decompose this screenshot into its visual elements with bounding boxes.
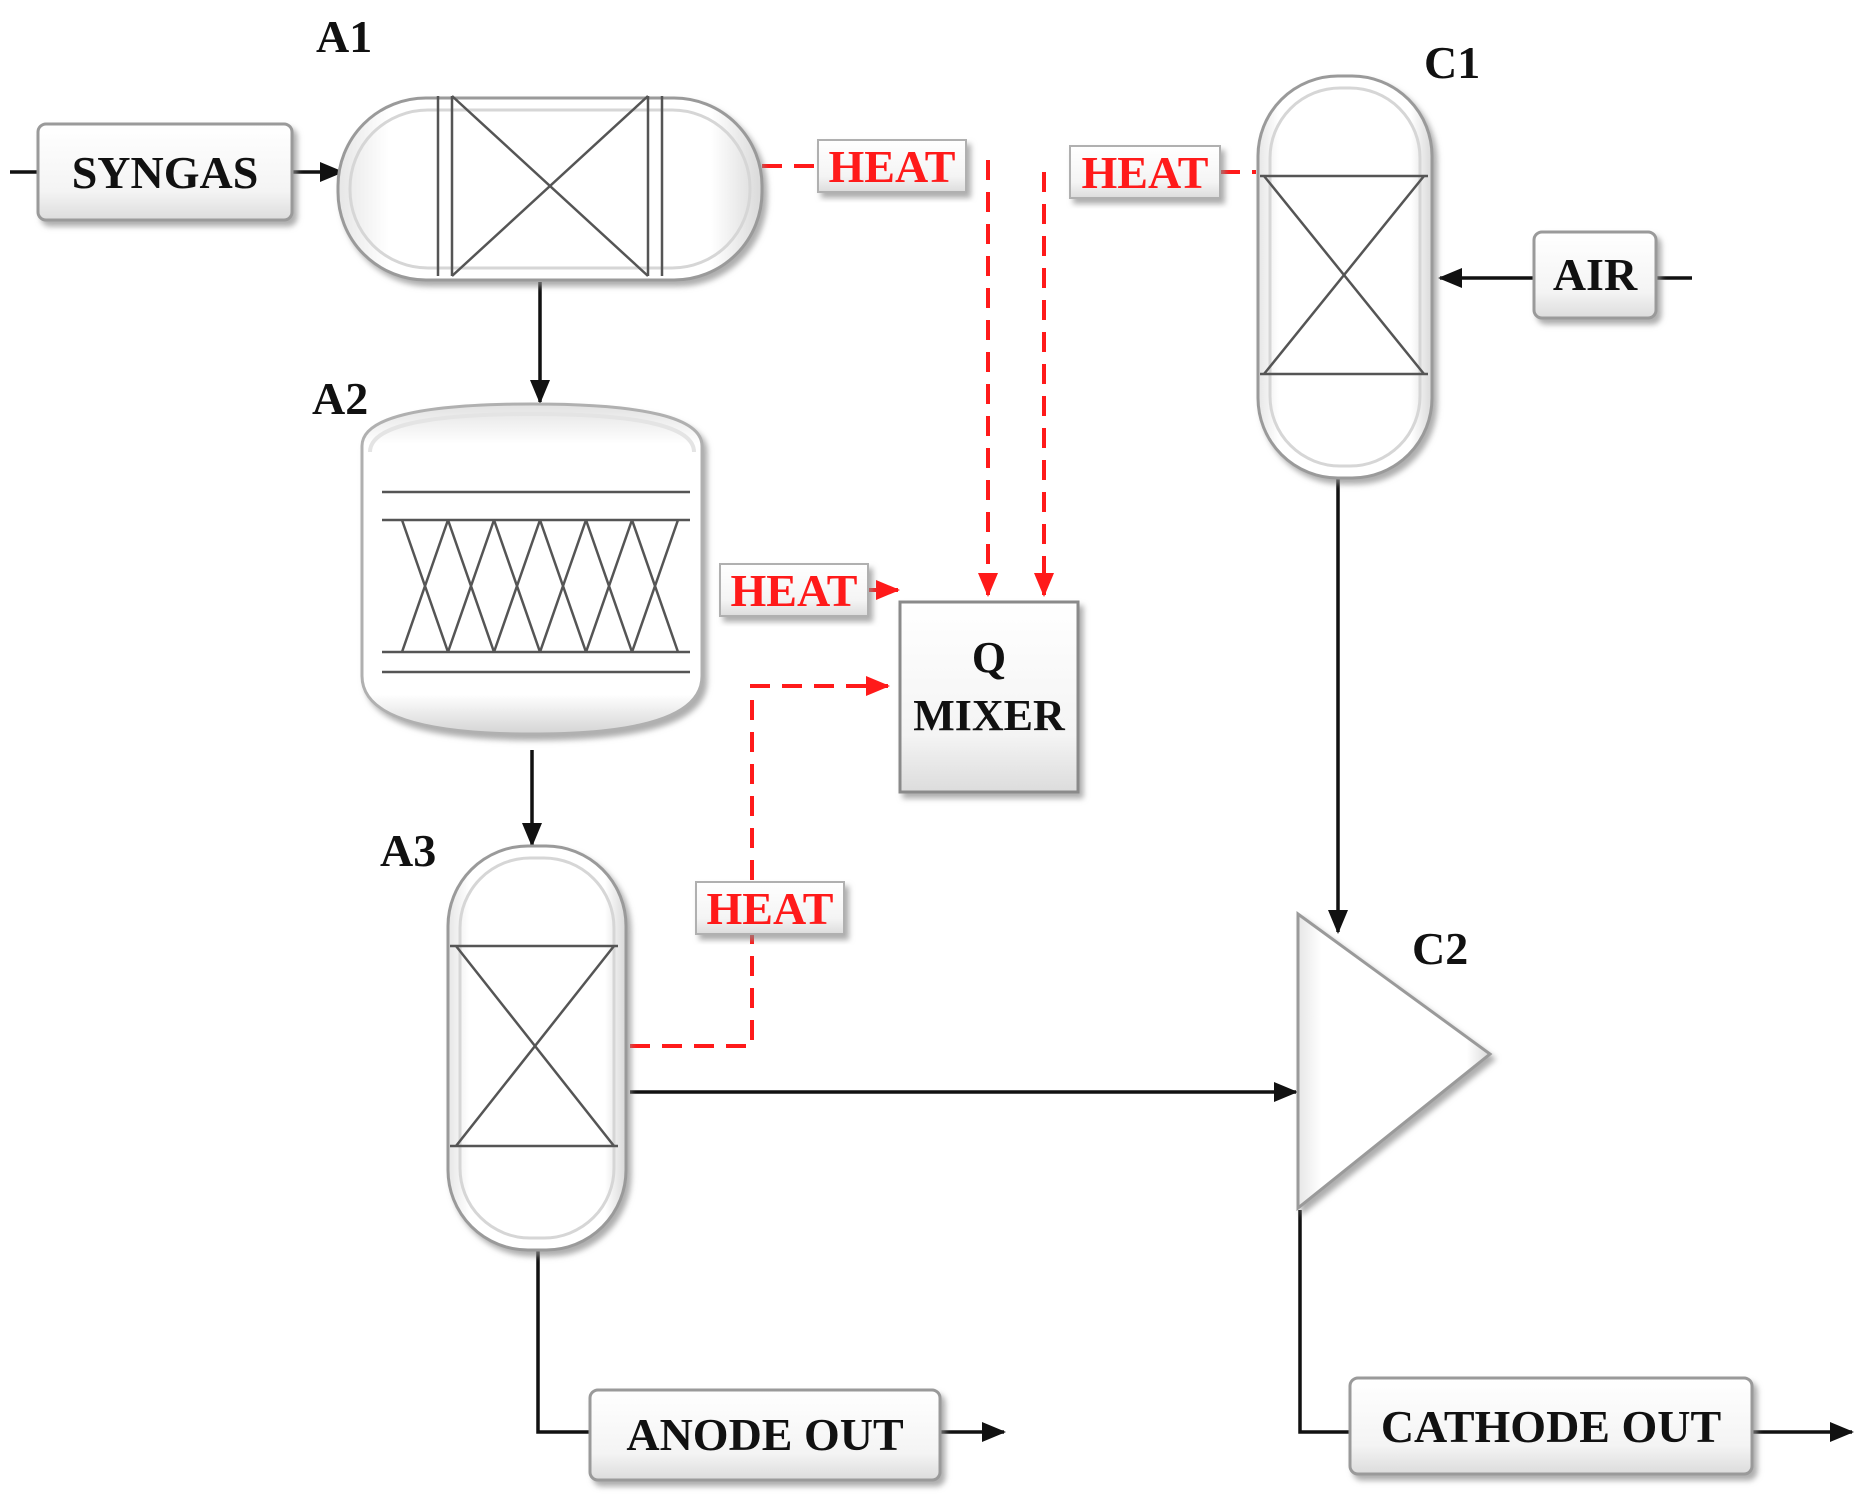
syngas-label: SYNGAS bbox=[72, 147, 259, 198]
mixer-line2: MIXER bbox=[913, 691, 1066, 740]
a2-internals bbox=[382, 490, 690, 674]
a3-to-anode-out-line bbox=[536, 1250, 590, 1434]
c1-heat-label: HEAT bbox=[1082, 147, 1209, 198]
a3-internals bbox=[450, 944, 618, 1148]
a2-heat-label: HEAT bbox=[731, 565, 858, 616]
heat-streams bbox=[630, 160, 1256, 1048]
a3-label: A3 bbox=[380, 825, 436, 876]
mixer-line1: Q bbox=[972, 633, 1006, 682]
a1-label: A1 bbox=[316, 11, 372, 62]
a1-heat-label: HEAT bbox=[829, 141, 956, 192]
c1-internals bbox=[1260, 174, 1428, 376]
q-mixer[interactable]: Q MIXER bbox=[898, 600, 1080, 794]
a3-heat-stream[interactable]: HEAT bbox=[695, 881, 845, 935]
a3-heat-label: HEAT bbox=[707, 883, 834, 934]
air-label: AIR bbox=[1553, 249, 1638, 300]
c1-label: C1 bbox=[1424, 37, 1480, 88]
anode-out-stream[interactable]: ANODE OUT bbox=[588, 1388, 942, 1482]
c2-label: C2 bbox=[1412, 923, 1468, 974]
cathode-out-stream[interactable]: CATHODE OUT bbox=[1348, 1376, 1754, 1476]
a1-heat-stream[interactable]: HEAT bbox=[817, 139, 967, 193]
c2-to-cathode-out-line bbox=[1298, 1210, 1350, 1434]
anode-out-label: ANODE OUT bbox=[626, 1409, 903, 1460]
a2-label: A2 bbox=[312, 373, 368, 424]
a1-internals bbox=[436, 95, 664, 277]
a2-vessel[interactable] bbox=[360, 402, 704, 736]
material-streams bbox=[10, 162, 1854, 1442]
air-stream[interactable]: AIR bbox=[1532, 230, 1658, 320]
a1-vessel[interactable] bbox=[336, 96, 764, 282]
c1-heat-stream[interactable]: HEAT bbox=[1069, 145, 1221, 199]
a2-heat-stream[interactable]: HEAT bbox=[719, 563, 869, 617]
cathode-out-label: CATHODE OUT bbox=[1381, 1401, 1721, 1452]
a3-heat-to-mixer bbox=[630, 676, 890, 1048]
syngas-stream[interactable]: SYNGAS bbox=[36, 122, 294, 222]
c2-unit[interactable] bbox=[1296, 911, 1493, 1212]
